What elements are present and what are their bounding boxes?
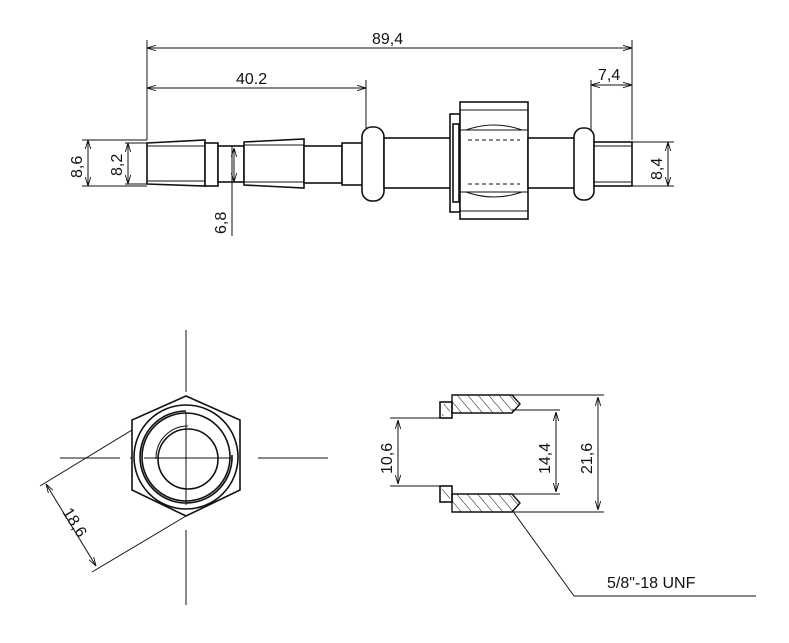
thread-callout-label: 5/8"-18 UNF (607, 575, 696, 592)
neck-dia-label: 6,8 (213, 212, 230, 234)
washer-mid-label: 14,4 (537, 443, 554, 474)
right-end-length-label: 7,4 (598, 67, 620, 84)
inner-dia-left-label: 8,2 (109, 154, 126, 176)
thread-leader-line (511, 509, 575, 597)
left-o-ring (361, 126, 385, 202)
main-body (383, 137, 453, 189)
hex-nut-side (459, 101, 529, 220)
washer-top-section (451, 394, 521, 414)
hex-across-flats-label: 18,6 (59, 505, 90, 541)
washer-inner-label: 10,6 (379, 443, 396, 474)
end-view: 18,6 (39, 330, 328, 605)
washer-outer-label: 21,6 (579, 443, 596, 474)
overall-length-label: 89,4 (372, 31, 403, 48)
right-tube-end (593, 141, 633, 187)
left-tube-end (146, 139, 206, 187)
washer-section: 10,6 14,4 21,6 5/8"-18 UNF (379, 394, 756, 597)
washer-bottom-section (451, 493, 521, 513)
right-o-ring (573, 127, 595, 201)
right-end-dia-label: 8,4 (649, 158, 666, 180)
side-view: 89,4 40.2 7,4 (69, 31, 674, 236)
first-section-length-label: 40.2 (236, 71, 267, 88)
neck (217, 145, 245, 183)
outer-dia-left-label: 8,6 (69, 156, 86, 178)
